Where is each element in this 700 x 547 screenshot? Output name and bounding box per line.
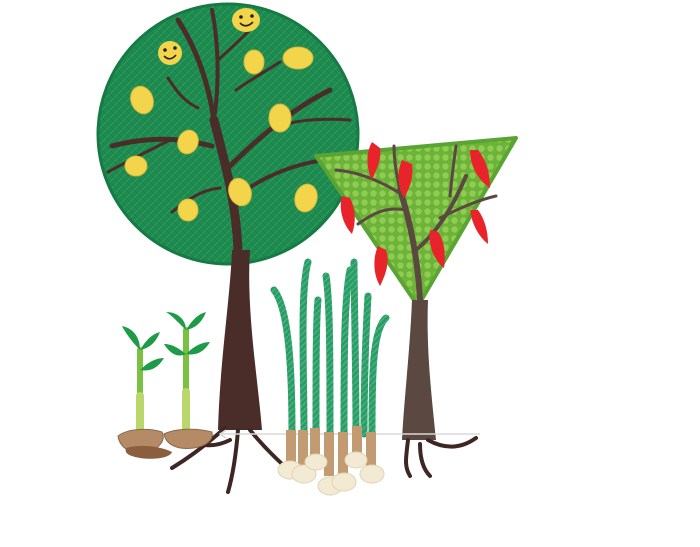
ginger-root-cluster	[125, 445, 172, 459]
chili-pepper	[398, 160, 413, 198]
ginger-plant	[117, 326, 164, 454]
lemon-tree-branches	[106, 8, 352, 255]
ginger-leaf	[140, 332, 160, 350]
chili-peppers	[340, 142, 490, 286]
ground-line-arrow	[218, 429, 227, 439]
lemon-fruit	[243, 49, 265, 75]
chili-pepper	[429, 230, 445, 268]
lemon-tree-canopy	[96, 2, 360, 266]
lemon-fruit	[294, 183, 318, 213]
lemon-tree	[96, 2, 360, 494]
smiling-lemon	[232, 8, 260, 32]
chili-pepper	[374, 246, 388, 286]
chili-pepper	[367, 142, 381, 180]
ginger-leaf	[186, 312, 206, 330]
lemon-fruit	[124, 155, 148, 177]
ginger-leaf	[164, 344, 186, 356]
chili-tree-branches	[334, 144, 498, 303]
ginger-leaf	[186, 342, 210, 355]
ginger-root	[163, 428, 213, 449]
chili-pepper-tree	[314, 136, 518, 478]
lemon-fruit	[228, 177, 252, 207]
smiling-lemon	[158, 41, 182, 65]
chili-tree-roots	[404, 436, 478, 478]
ginger-leaf	[122, 326, 140, 350]
lemon-fruit	[282, 46, 314, 70]
lemon-fruits	[124, 46, 318, 222]
lemongrass-stalks	[270, 258, 390, 438]
lemon-tree-trunk	[218, 250, 262, 430]
lemon-fruit	[268, 103, 292, 133]
lemongrass-bulbs	[277, 426, 385, 496]
lemongrass-bundle	[270, 258, 390, 496]
lemon-fruit	[130, 85, 154, 115]
ginger-plant	[163, 312, 213, 449]
chili-pepper	[470, 210, 488, 244]
ginger-leaf	[166, 312, 186, 330]
lemon-fruit	[177, 198, 199, 222]
lemon-fruit	[177, 129, 199, 155]
chili-pepper	[470, 150, 490, 188]
chili-pepper	[340, 196, 355, 234]
chili-tree-trunk	[402, 300, 436, 440]
ginger-leaf	[140, 358, 164, 371]
